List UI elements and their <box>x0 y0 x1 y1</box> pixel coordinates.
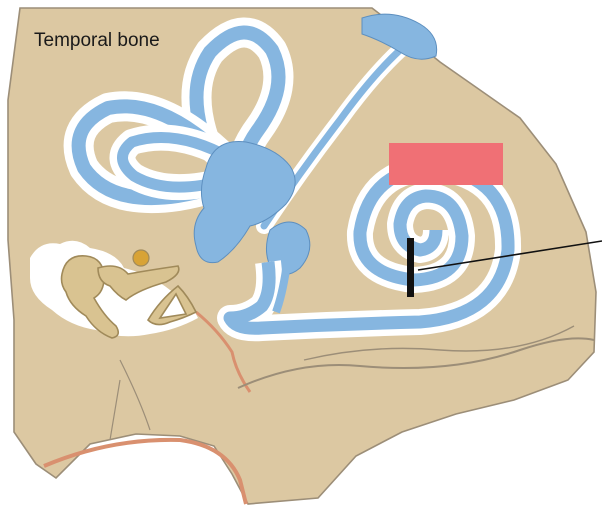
malleus <box>60 255 120 339</box>
mucosa-lining-middle-ear <box>195 310 252 393</box>
stapes <box>146 284 198 326</box>
cochlear-structure-pointer <box>407 238 602 297</box>
ductus-reuniens <box>272 269 290 314</box>
bone-contour-canal <box>109 359 151 441</box>
incus <box>97 265 180 301</box>
mucosa-lining-lower <box>43 437 248 505</box>
nerve-dot <box>132 249 150 267</box>
utricle <box>193 141 296 264</box>
bone-contour-inner <box>303 325 575 361</box>
hidden-label-box <box>389 143 503 185</box>
temporal-bone-label: Temporal bone <box>34 30 160 51</box>
ossicular-chain <box>60 249 198 339</box>
bone-contour-lower <box>237 337 595 389</box>
endolymphatic-sac <box>361 13 438 60</box>
